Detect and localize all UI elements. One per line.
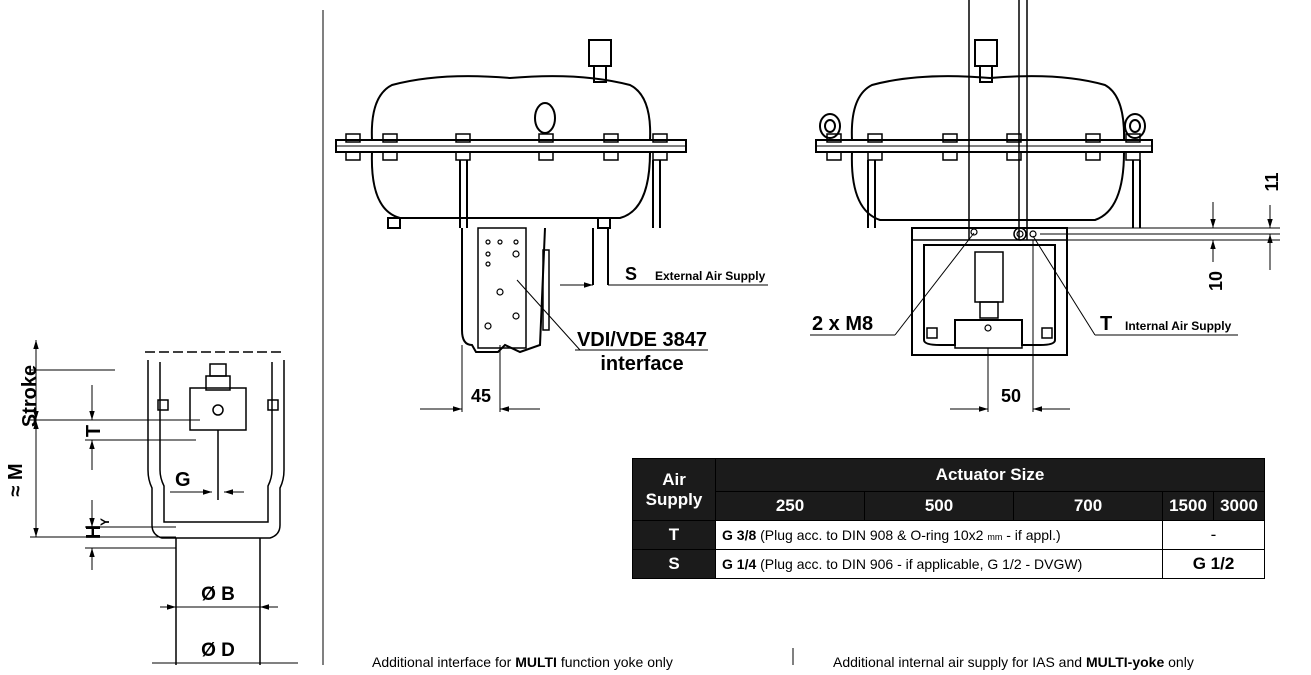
actuator-size-header: Actuator Size xyxy=(715,458,1265,492)
row-t-description: G 3/8 (Plug acc. to DIN 908 & O-ring 10x… xyxy=(715,520,1163,550)
row-s-large-sizes: G 1/2 xyxy=(1162,549,1265,579)
table-row: S G 1/4 (Plug acc. to DIN 906 - if appli… xyxy=(632,549,1265,579)
row-s-description: G 1/4 (Plug acc. to DIN 906 - if applica… xyxy=(715,549,1163,579)
middle-labels: S External Air Supply VDI/VDE 3847 inter… xyxy=(471,264,766,406)
vdi-interface-label-line2: interface xyxy=(600,353,683,375)
row-s-text-a: (Plug acc. to DIN 906 - if applicable, G… xyxy=(756,556,1083,572)
hy-dimension-label: H xyxy=(83,525,105,539)
g-dimension-label: G xyxy=(175,469,191,491)
dimension-10-label: 10 xyxy=(1206,271,1226,291)
left-footnote-c: function yoke only xyxy=(556,654,673,670)
stroke-label: Stroke xyxy=(19,365,41,427)
m-dimension-label: ≈ M xyxy=(5,463,27,496)
t-port-label: T xyxy=(1100,313,1112,335)
left-dimension-lines xyxy=(30,340,298,664)
left-footnote-b: MULTI xyxy=(515,654,557,670)
m8-thread-label: 2 x M8 xyxy=(812,313,873,335)
left-labels: Stroke T ≈ M G H Y Ø B Ø D xyxy=(5,365,235,661)
row-t-text-a: (Plug acc. to DIN 908 & O-ring 10x2 xyxy=(756,527,988,543)
right-labels: 2 x M8 T Internal Air Supply 50 10 11 xyxy=(812,172,1282,406)
s-port-label: S xyxy=(625,264,637,284)
left-yoke-view xyxy=(145,351,285,665)
size-700-header: 700 xyxy=(1013,491,1163,521)
right-footnote-c: only xyxy=(1164,654,1194,670)
b-diameter-label: Ø B xyxy=(201,584,235,605)
right-footnote: Additional internal air supply for IAS a… xyxy=(833,654,1194,670)
row-t-code: G 3/8 xyxy=(722,527,757,543)
row-t-label: T xyxy=(632,520,716,550)
middle-dimension-lines xyxy=(420,279,768,412)
internal-air-supply-label: Internal Air Supply xyxy=(1125,319,1232,333)
d-diameter-label: Ø D xyxy=(201,640,235,661)
air-supply-header-line2: Supply xyxy=(645,489,703,509)
air-supply-table: Air Supply Actuator Size 250 500 700 150… xyxy=(632,458,1265,579)
row-s-label: S xyxy=(632,549,716,579)
dimension-45-label: 45 xyxy=(471,386,491,406)
size-1500-header: 1500 xyxy=(1162,491,1214,521)
right-actuator-view xyxy=(815,0,1153,356)
hy-subscript-label: Y xyxy=(98,518,112,526)
right-footnote-b: MULTI-yoke xyxy=(1085,654,1165,670)
row-s-code: G 1/4 xyxy=(722,556,757,572)
left-footnote: Additional interface for MULTI function … xyxy=(372,654,673,670)
size-3000-header: 3000 xyxy=(1213,491,1265,521)
middle-actuator-view xyxy=(335,39,687,354)
air-supply-header-line1: Air xyxy=(662,469,686,489)
size-250-header: 250 xyxy=(715,491,865,521)
air-supply-header: Air Supply xyxy=(632,458,716,521)
row-t-unit: mm xyxy=(987,532,1003,542)
size-500-header: 500 xyxy=(864,491,1014,521)
external-air-supply-label: External Air Supply xyxy=(655,269,766,283)
left-footnote-a: Additional interface for xyxy=(372,654,516,670)
row-t-text-b: - if appl.) xyxy=(1002,527,1061,543)
dimension-11-label: 11 xyxy=(1262,172,1282,191)
dimension-50-label: 50 xyxy=(1001,386,1021,406)
right-dimension-lines xyxy=(810,202,1280,412)
t-dimension-label: T xyxy=(83,425,105,437)
right-footnote-a: Additional internal air supply for IAS a… xyxy=(833,654,1086,670)
table-row: T G 3/8 (Plug acc. to DIN 908 & O-ring 1… xyxy=(632,520,1265,550)
vdi-interface-label-line1: VDI/VDE 3847 xyxy=(577,329,707,351)
row-t-large-sizes: - xyxy=(1162,520,1265,550)
